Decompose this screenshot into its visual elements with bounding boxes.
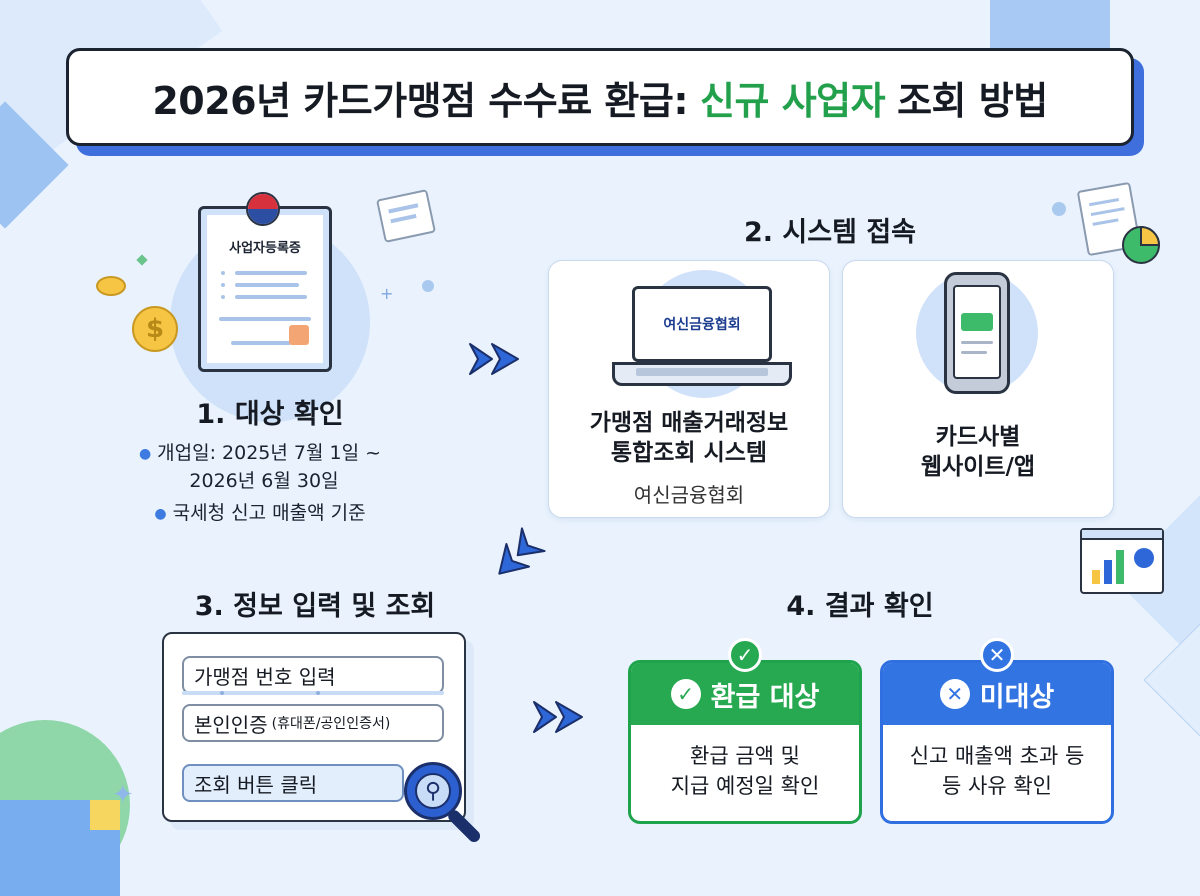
search-icon[interactable]: ⚲ bbox=[404, 762, 462, 820]
cross-badge-icon: ✕ bbox=[980, 638, 1014, 672]
lookup-form: 가맹점 번호 입력 본인인증 (휴대폰/공인인증서) 조회 버튼 클릭 bbox=[162, 632, 466, 822]
certificate-label: 사업자등록증 bbox=[229, 241, 301, 256]
card-subtitle: 여신금융협회 bbox=[633, 483, 745, 507]
business-registration-certificate: 사업자등록증 bbox=[198, 206, 332, 372]
card-title-line1: 카드사별 bbox=[935, 424, 1021, 450]
title-banner: 2026년 카드가맹점 수수료 환급: 신규 사업자 조회 방법 bbox=[66, 48, 1134, 146]
background-folder-corner bbox=[90, 800, 120, 830]
step2-heading: 2. 시스템 접속 bbox=[743, 217, 917, 248]
sparkle-icon: ✦ bbox=[112, 780, 134, 810]
dot-icon bbox=[1052, 202, 1066, 216]
double-arrow-right-icon bbox=[533, 701, 583, 733]
bar-chart-window-icon bbox=[1080, 528, 1164, 594]
system-card-credit-association[interactable]: 가맹점 매출거래정보 통합조회 시스템 여신금융협회 bbox=[548, 260, 830, 518]
bullet-icon: ● bbox=[154, 505, 167, 522]
result-card-ineligible: ✕ 미대상 신고 매출액 초과 등 등 사유 확인 bbox=[880, 660, 1114, 824]
bullet-icon: ● bbox=[138, 446, 152, 462]
result-card-eligible: ✓ 환급 대상 환급 금액 및 지급 예정일 확인 bbox=[628, 660, 862, 824]
cross-circle-icon: ✕ bbox=[939, 679, 970, 709]
step1-criteria-list: ● 개업일: 2025년 7월 1일 ~ 2026년 6월 30일 ● 국세청 … bbox=[110, 440, 410, 528]
check-circle-icon: ✓ bbox=[670, 679, 701, 709]
government-seal-icon bbox=[246, 192, 280, 226]
step1-heading: 1. 대상 확인 bbox=[196, 399, 344, 430]
page-title-prefix: 2026년 카드가맹점 수수료 환급: bbox=[152, 78, 689, 123]
page-title-accent: 신규 사업자 bbox=[700, 78, 886, 123]
identity-verification-field[interactable]: 본인인증 (휴대폰/공인인증서) bbox=[182, 704, 444, 742]
card-title-line1: 가맹점 매출거래정보 bbox=[589, 410, 789, 436]
result-label-ineligible: 미대상 bbox=[979, 681, 1055, 713]
list-item: ● 개업일: 2025년 7월 1일 ~ bbox=[110, 440, 410, 468]
search-button[interactable]: 조회 버튼 클릭 bbox=[182, 764, 404, 802]
result-line1: 신고 매출액 초과 등 bbox=[909, 744, 1085, 768]
step4-heading: 4. 결과 확인 bbox=[786, 591, 934, 622]
document-scroll-icon bbox=[375, 189, 437, 243]
page-title-suffix: 조회 방법 bbox=[897, 78, 1048, 123]
coin-icon bbox=[96, 276, 126, 296]
pie-chart-icon bbox=[1122, 225, 1161, 264]
result-line1: 환급 금액 및 bbox=[690, 744, 800, 768]
dot-icon bbox=[422, 280, 434, 292]
laptop-screen-label: 여신금융협회 bbox=[663, 317, 741, 333]
laptop-icon: 여신금융협회 bbox=[632, 286, 772, 362]
card-title-line2: 웹사이트/앱 bbox=[920, 453, 1036, 480]
check-badge-icon: ✓ bbox=[728, 638, 762, 672]
dollar-coin-icon: $ bbox=[132, 306, 178, 352]
card-title-line2: 통합조회 시스템 bbox=[610, 439, 768, 466]
double-arrow-right-icon bbox=[469, 343, 519, 375]
step3-heading: 3. 정보 입력 및 조회 bbox=[194, 591, 436, 622]
result-header-eligible: ✓ 환급 대상 bbox=[631, 663, 859, 725]
result-line2: 지급 예정일 확인 bbox=[670, 774, 820, 799]
background-shape-right-2 bbox=[1143, 623, 1200, 737]
stamp-icon bbox=[289, 325, 309, 345]
double-arrow-down-left-icon bbox=[498, 527, 546, 575]
dot-icon bbox=[136, 254, 148, 266]
sparkle-icon: + bbox=[380, 284, 394, 303]
result-line2: 등 사유 확인 bbox=[942, 774, 1052, 799]
list-item-continuation: 2026년 6월 30일 bbox=[189, 470, 339, 492]
result-header-ineligible: ✕ 미대상 bbox=[883, 663, 1111, 725]
smartphone-icon bbox=[944, 272, 1010, 394]
merchant-number-input[interactable]: 가맹점 번호 입력 bbox=[182, 656, 444, 694]
result-label-eligible: 환급 대상 bbox=[710, 681, 820, 713]
list-item: ● 국세청 신고 매출액 기준 bbox=[110, 500, 410, 528]
